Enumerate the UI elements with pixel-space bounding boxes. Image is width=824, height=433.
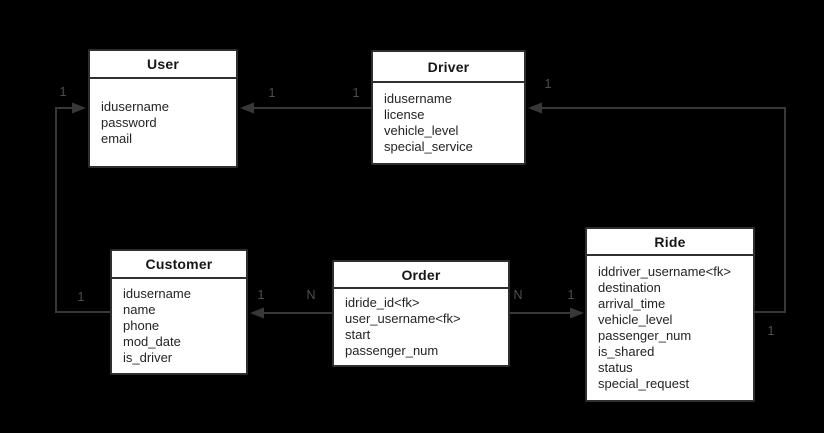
field-passenger-num: passenger_num: [345, 343, 439, 358]
cardinality-label: N: [306, 288, 315, 302]
field-special-service: special_service: [384, 139, 473, 154]
field-name: name: [123, 302, 156, 317]
field-special-request: special_request: [598, 376, 690, 391]
entity-user-fields: idusername password email: [90, 79, 236, 166]
field-idusername: idusername: [384, 91, 452, 106]
entity-customer-fields: idusername name phone mod_date is_driver: [112, 279, 246, 373]
entity-driver-fields: idusername license vehicle_level special…: [373, 83, 524, 163]
field-is-driver: is_driver: [123, 350, 173, 365]
field-vehicle-level: vehicle_level: [598, 312, 673, 327]
arrowhead-into-user: [240, 102, 254, 114]
field-idusername: idusername: [101, 98, 169, 114]
entity-driver-title: Driver: [373, 52, 524, 83]
entity-ride[interactable]: Ride iddriver_username<fk> destination a…: [585, 227, 755, 402]
field-mod-date: mod_date: [123, 334, 181, 349]
entity-ride-fields: iddriver_username<fk> destination arriva…: [587, 256, 753, 400]
cardinality-label: 1: [545, 77, 552, 91]
cardinality-label: 1: [258, 288, 265, 302]
field-vehicle-level: vehicle_level: [384, 123, 459, 138]
connector-customer-user: 1 1: [55, 85, 110, 313]
arrowhead-into-user: [72, 102, 86, 114]
field-phone: phone: [123, 318, 160, 333]
cardinality-label: 1: [78, 290, 85, 304]
entity-ride-title: Ride: [587, 229, 753, 256]
arrowhead-into-customer: [250, 307, 264, 319]
field-start: start: [345, 327, 371, 342]
entity-customer-title: Customer: [112, 251, 246, 279]
field-email: email: [101, 130, 133, 146]
connector-line: [542, 107, 786, 313]
field-idride-id-fk: idride_id<fk>: [345, 295, 420, 310]
connector-driver-user: 1 1: [240, 86, 371, 114]
entity-user[interactable]: User idusername password email: [88, 49, 238, 168]
connector-order-ride: N 1: [510, 288, 584, 319]
connector-line: [55, 107, 110, 313]
cardinality-label: N: [513, 288, 522, 302]
cardinality-label: 1: [60, 85, 67, 99]
entity-order-title: Order: [334, 262, 508, 289]
entity-user-title: User: [90, 51, 236, 79]
field-arrival-time: arrival_time: [598, 296, 666, 311]
entity-order-fields: idride_id<fk> user_username<fk> start pa…: [334, 289, 508, 365]
cardinality-label: 1: [568, 288, 575, 302]
field-user-username-fk: user_username<fk>: [345, 311, 461, 326]
field-status: status: [598, 360, 633, 375]
cardinality-label: 1: [353, 86, 360, 100]
entity-customer[interactable]: Customer idusername name phone mod_date …: [110, 249, 248, 375]
entity-order[interactable]: Order idride_id<fk> user_username<fk> st…: [332, 260, 510, 367]
field-iddriver-username-fk: iddriver_username<fk>: [598, 264, 731, 279]
entity-driver[interactable]: Driver idusername license vehicle_level …: [371, 50, 526, 165]
field-passenger-num: passenger_num: [598, 328, 692, 343]
field-is-shared: is_shared: [598, 344, 655, 359]
field-destination: destination: [598, 280, 661, 295]
arrowhead-into-driver: [528, 102, 542, 114]
cardinality-label: 1: [269, 86, 276, 100]
field-idusername: idusername: [123, 286, 191, 301]
cardinality-label: 1: [768, 324, 775, 338]
connector-order-customer: 1 N: [250, 288, 332, 319]
field-license: license: [384, 107, 425, 122]
connector-ride-driver: 1 1: [528, 77, 786, 338]
arrowhead-into-ride: [570, 307, 584, 319]
field-password: password: [101, 114, 157, 130]
